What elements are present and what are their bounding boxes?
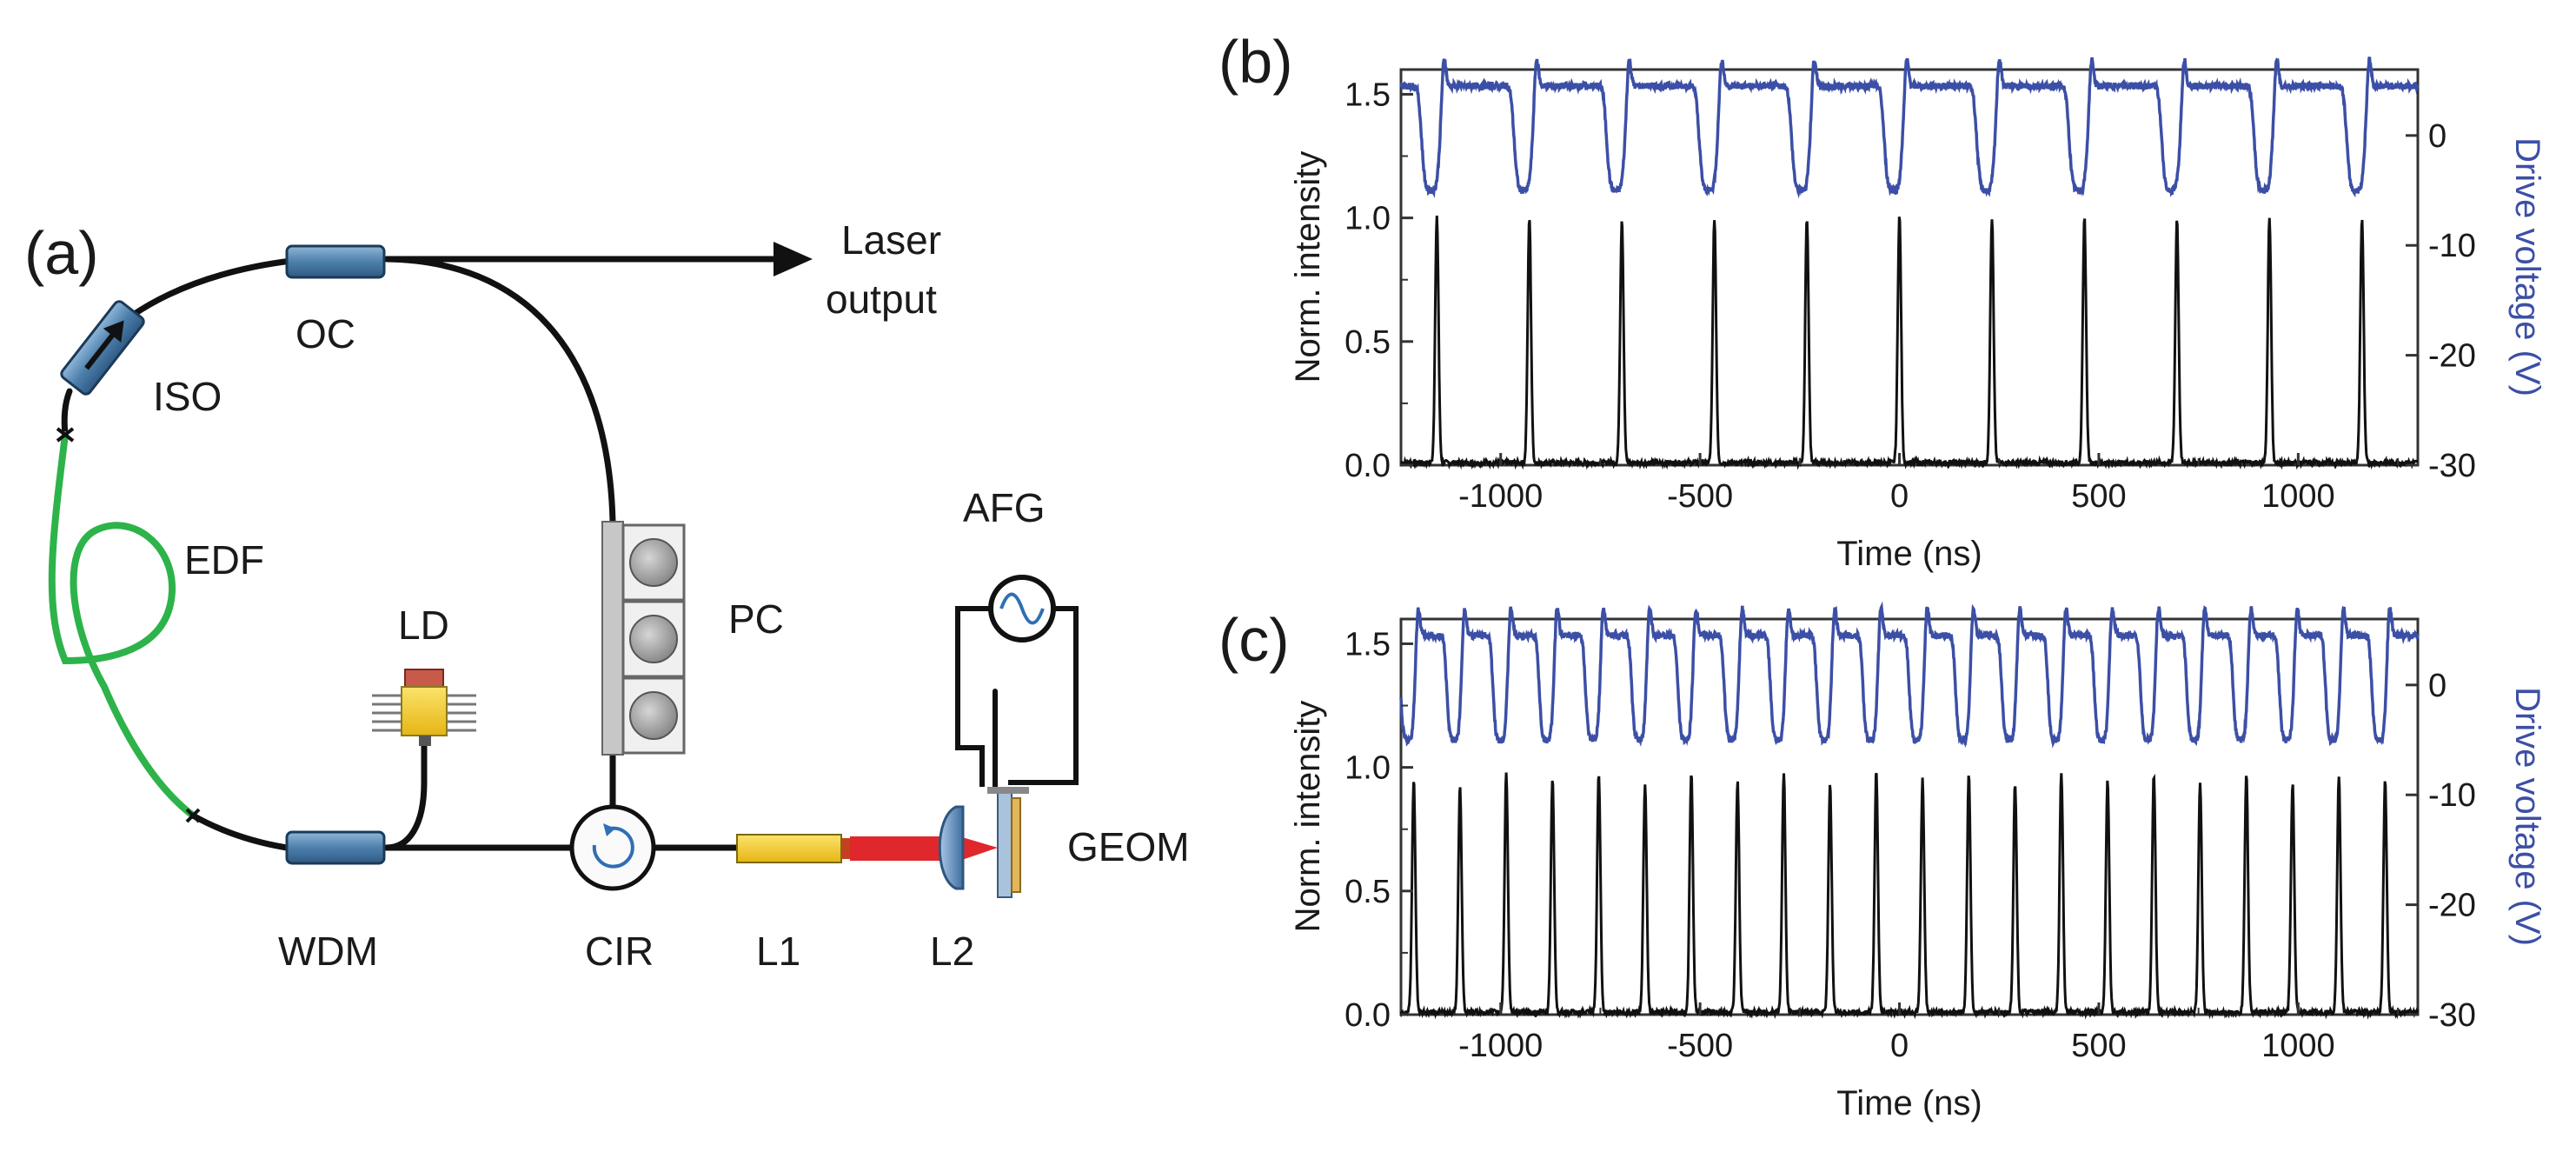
label-afg: AFG	[963, 485, 1046, 530]
y-right-tick-label: -20	[2428, 338, 2476, 375]
y-right-tick-label: -10	[2428, 228, 2476, 264]
panel-label-b: (b)	[1218, 28, 1293, 96]
y-tick-label: 1.0	[1344, 750, 1391, 787]
geom-modulator	[987, 787, 1029, 898]
y-tick-label: 1.5	[1344, 626, 1391, 663]
y-right-tick-label: 0	[2428, 668, 2447, 704]
x-tick-label: -1000	[1458, 478, 1543, 515]
y-right-tick-label: -20	[2428, 888, 2476, 924]
x-tick-label: -1000	[1458, 1028, 1543, 1064]
label-cir: CIR	[585, 929, 654, 974]
isolator-arrow-icon	[103, 320, 124, 343]
x-axis-label-b: Time (ns)	[1836, 535, 1982, 573]
sine-wave-icon	[999, 592, 1045, 625]
y-tick-label: 1.5	[1344, 77, 1391, 113]
y-right-tick-label: -30	[2428, 997, 2476, 1034]
y-axis-right-label-b: Drive voltage (V)	[2508, 137, 2546, 396]
circulator	[569, 804, 656, 891]
y-axis-label-b: Norm. intensity	[1289, 151, 1327, 383]
y-tick-label: 1.0	[1344, 201, 1391, 237]
isolator	[60, 300, 145, 396]
y-tick-label: 0.5	[1344, 324, 1391, 361]
lens-l1	[736, 834, 842, 863]
label-laser-output-2: output	[826, 276, 937, 322]
output-arrow-icon	[773, 242, 813, 276]
label-l2: L2	[930, 929, 974, 974]
polarization-controller	[601, 521, 686, 756]
y-right-tick-label: -30	[2428, 448, 2476, 484]
label-pc: PC	[728, 596, 784, 642]
y-right-tick-label: -10	[2428, 777, 2476, 814]
panel-label-a: (a)	[24, 219, 99, 287]
x-tick-label: 1000	[2261, 478, 2335, 515]
plot-frame-c	[1399, 617, 2420, 1016]
y-tick-label: 0.5	[1344, 874, 1391, 910]
x-tick-label: 500	[2071, 478, 2126, 515]
y-axis-label-c: Norm. intensity	[1289, 701, 1327, 933]
panel-label-c: (c)	[1218, 606, 1290, 674]
drive-voltage-trace-b	[1399, 57, 2420, 199]
label-wdm: WDM	[278, 929, 378, 974]
y-right-tick-label: 0	[2428, 118, 2447, 155]
plot-frame-b	[1399, 68, 2420, 467]
label-edf: EDF	[184, 537, 264, 583]
label-geom: GEOM	[1067, 824, 1190, 869]
intensity-trace-c	[1399, 772, 2420, 1020]
x-tick-label: 0	[1890, 1028, 1909, 1064]
label-l1: L1	[756, 929, 800, 974]
setup-schematic: (a) Laser output OC	[24, 217, 1190, 974]
label-laser-output-1: Laser	[841, 217, 941, 263]
x-tick-label: -500	[1667, 478, 1733, 515]
laser-diode	[372, 669, 476, 746]
laser-beam	[850, 836, 940, 861]
output-coupler	[285, 244, 386, 279]
y-tick-label: 0.0	[1344, 448, 1391, 484]
lens-l2	[938, 805, 965, 890]
x-tick-label: 500	[2071, 1028, 2126, 1064]
splice-marks	[56, 427, 201, 823]
y-tick-label: 0.0	[1344, 997, 1391, 1034]
y-axis-right-label-c: Drive voltage (V)	[2508, 687, 2546, 946]
label-ld: LD	[398, 603, 449, 648]
afg-source	[988, 575, 1056, 643]
wdm-coupler	[285, 830, 386, 865]
label-oc: OC	[295, 311, 355, 356]
drive-voltage-trace-c	[1399, 601, 2420, 749]
label-iso: ISO	[153, 374, 222, 419]
x-axis-label-c: Time (ns)	[1836, 1084, 1982, 1122]
intensity-trace-b	[1400, 215, 2418, 470]
afg-wiring	[955, 606, 1079, 787]
x-tick-label: -500	[1667, 1028, 1733, 1064]
x-tick-label: 0	[1890, 478, 1909, 515]
circulator-arrow-icon	[603, 823, 615, 836]
x-tick-label: 1000	[2261, 1028, 2335, 1064]
